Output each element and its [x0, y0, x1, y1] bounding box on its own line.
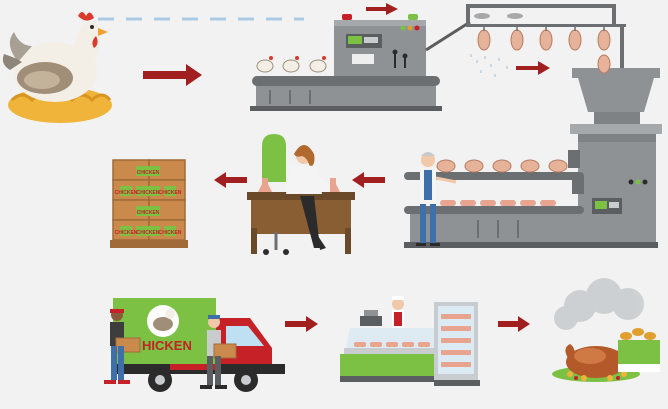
box-label: CHICKEN — [115, 190, 138, 196]
box-label: CHICKEN — [137, 230, 160, 236]
arrow-to-processing — [516, 61, 550, 75]
hanging-line-icon — [466, 4, 626, 77]
inspector-desk-icon — [247, 134, 355, 255]
box-label: CHICKEN — [159, 190, 182, 196]
arrow-top-small — [366, 3, 398, 15]
arrow-delivery-to-retail — [285, 316, 318, 332]
arrow-processing-to-quality — [352, 172, 385, 188]
box-label: CHICKEN — [137, 190, 160, 196]
truck-label: HICKEN — [142, 338, 192, 353]
box-label: CHICKEN — [159, 230, 182, 236]
box-label: CHICKEN — [137, 210, 160, 216]
box-pallet-icon: CHICKEN CHICKEN CHICKEN CHICKEN CHICKEN … — [110, 159, 188, 248]
delivery-truck-icon: HICKEN — [104, 298, 285, 392]
conveyor-machine-icon — [250, 14, 471, 111]
arrow-hen-to-collection — [143, 64, 202, 86]
butcher-counter-icon — [340, 296, 480, 386]
box-label: CHICKEN — [115, 230, 138, 236]
roast-chicken-icon — [552, 278, 660, 382]
arrow-quality-to-packaging — [214, 172, 247, 188]
box-label: CHICKEN — [137, 170, 160, 176]
hen-icon — [2, 12, 112, 123]
arrow-retail-to-dish — [498, 316, 530, 332]
processing-machine-icon — [404, 54, 662, 248]
